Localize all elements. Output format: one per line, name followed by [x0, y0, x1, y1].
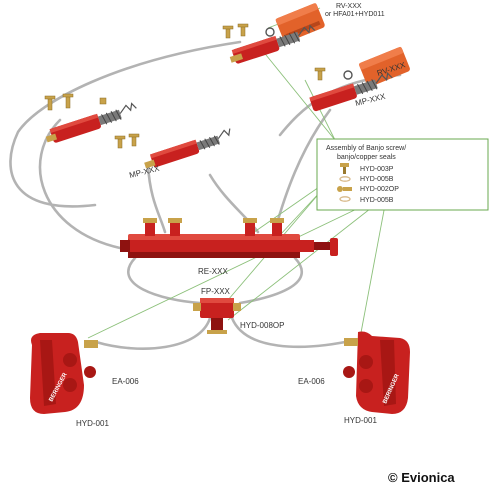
assembly-item-2: HYD-005B — [360, 176, 394, 183]
fp-valve: FP-XXX HYD-008OP — [193, 287, 284, 334]
assembly-title-line2: banjo/copper seals — [337, 154, 396, 161]
label-hyd001-right: HYD-001 — [344, 416, 377, 425]
hose-left-mc-to-re — [38, 118, 122, 250]
assembly-box: Assembly of Banjo screw/ banjo/copper se… — [316, 138, 489, 211]
label-rv-top-line2: or HFA01+HYD011 — [325, 11, 385, 18]
banjo-screw-icon — [340, 163, 349, 174]
label-mp-right: MP-XXX — [354, 92, 387, 108]
hose-fp-to-right-caliper — [230, 316, 357, 349]
master-cylinder-left-upper — [44, 93, 137, 143]
hose-fp-to-left-caliper — [94, 316, 212, 350]
label-hyd008: HYD-008OP — [240, 321, 284, 330]
hose-re-to-fp-left — [127, 256, 202, 305]
reservoir-mid — [343, 47, 410, 87]
label-ea-right: EA-006 — [298, 377, 325, 386]
banjo-fitting-icon — [337, 186, 352, 192]
label-ea-left: EA-006 — [112, 377, 139, 386]
re-manifold: RE-XXX — [120, 218, 338, 276]
master-cylinder-top — [222, 23, 316, 64]
hose-re-to-fp-right — [238, 256, 304, 305]
assembly-item-3: HYD-002OP — [360, 186, 399, 193]
caliper-right: BERINGER EA-006 HYD-001 — [298, 331, 410, 425]
label-fp: FP-XXX — [201, 287, 231, 296]
copper-seal-icon-2 — [339, 196, 351, 202]
master-cylinder-right — [309, 67, 393, 112]
hose-top-mc — [9, 40, 242, 208]
hose-mpright-to-re — [273, 108, 332, 232]
master-cylinder-left-lower — [114, 128, 231, 169]
label-re: RE-XXX — [198, 267, 228, 276]
assembly-item-1: HYD-003P — [360, 166, 394, 173]
copyright: © Evionica — [388, 470, 455, 485]
hose-mpleft-to-re — [146, 163, 167, 234]
label-mp-left: MP-XXX — [128, 164, 161, 180]
caliper-left: BERINGER EA-006 HYD-001 — [30, 333, 139, 428]
copper-seal-icon — [339, 176, 351, 182]
label-hyd001-left: HYD-001 — [76, 419, 109, 428]
assembly-title-line1: Assembly of Banjo screw/ — [326, 145, 406, 152]
assembly-item-4: HYD-005B — [360, 197, 394, 204]
label-rv-top-line1: RV-XXX — [336, 3, 362, 10]
hose-right-mc — [278, 73, 402, 137]
